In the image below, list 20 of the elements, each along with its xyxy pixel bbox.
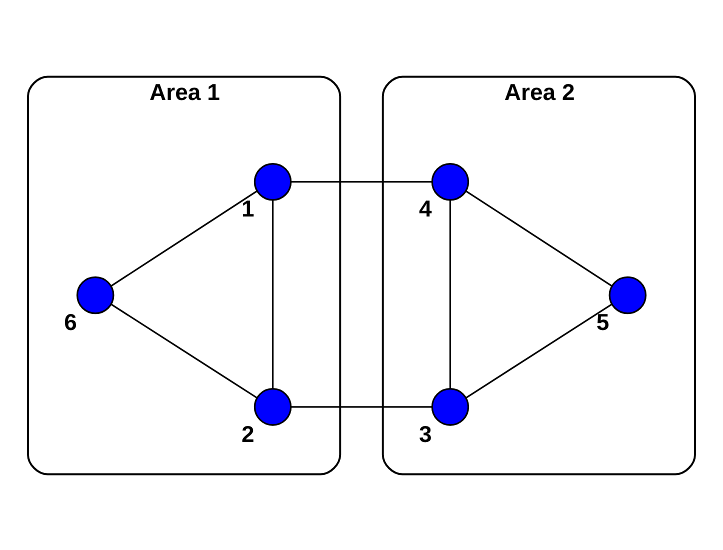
connector (110, 303, 258, 398)
node-label: 3 (419, 420, 432, 446)
node-label: 4 (419, 195, 432, 222)
node-label: 1 (242, 195, 254, 222)
connector (291, 406, 432, 408)
connector (291, 180, 432, 182)
connector (110, 190, 258, 286)
node-label: 2 (242, 420, 254, 446)
connector (272, 200, 274, 388)
node-label: 5 (596, 308, 610, 335)
connector (466, 303, 612, 398)
node-circle (431, 388, 470, 426)
node-circle (254, 162, 292, 200)
node-label: 6 (64, 308, 77, 335)
node-circle (431, 162, 470, 200)
node-circle (76, 276, 114, 314)
connector (466, 190, 612, 286)
node-circle (608, 276, 647, 314)
node-circle (254, 388, 292, 426)
connector (449, 200, 452, 388)
